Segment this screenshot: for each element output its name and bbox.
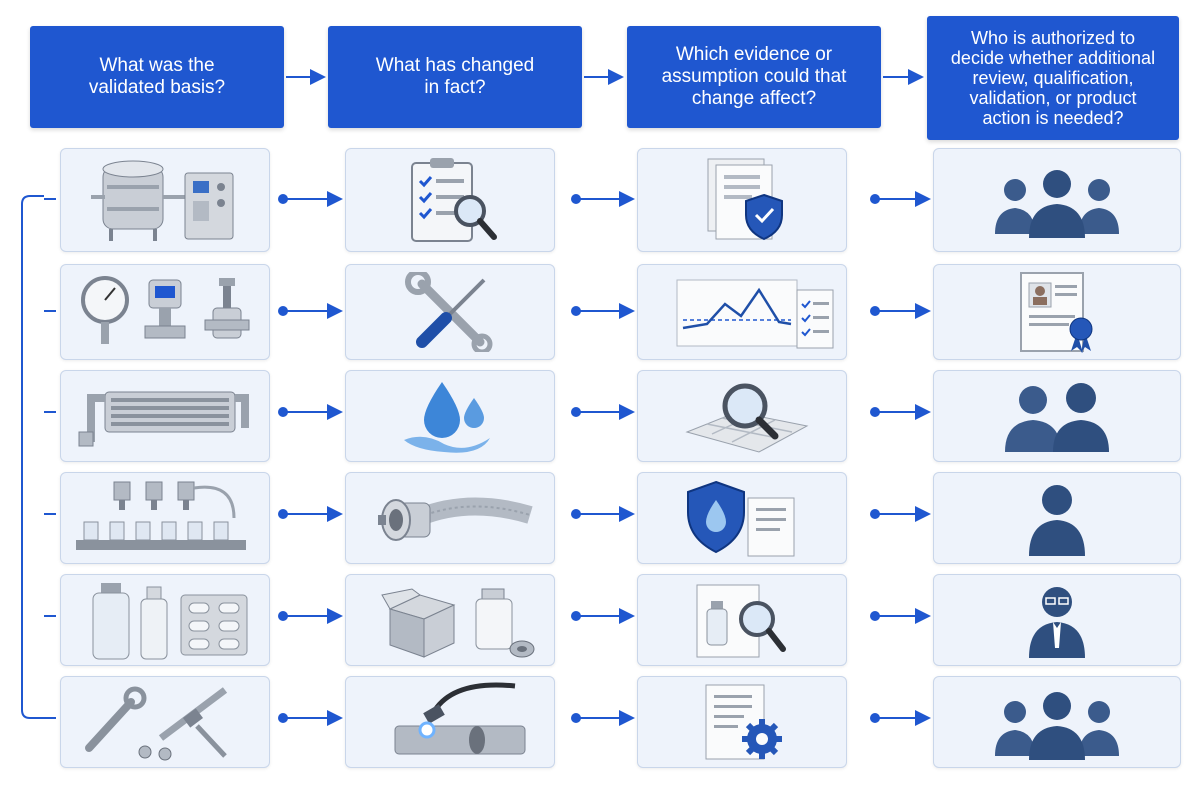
basis-box-4 [60, 472, 270, 564]
authority-box-5 [933, 574, 1181, 666]
evidence-box-3 [637, 370, 847, 462]
basis-box-3 [60, 370, 270, 462]
hose-clamp-icon [378, 497, 533, 541]
basis-box-1 [60, 148, 270, 252]
checklist-magnifier-icon [411, 158, 497, 242]
header-authorized-decider: Who is authorized to decide whether addi… [927, 16, 1179, 140]
left-bracket [21, 195, 44, 719]
wrench-screwdriver-icon [405, 272, 493, 352]
header-evidence-affected: Which evidence or assumption could that … [627, 26, 881, 128]
change-box-2 [345, 264, 555, 360]
evidence-box-5 [637, 574, 847, 666]
single-person-icon [1029, 485, 1085, 556]
row-3-dot-3 [571, 407, 581, 417]
two-people-icon [1005, 383, 1109, 452]
team-group-icon [995, 692, 1119, 760]
row-2-dot-3 [571, 306, 581, 316]
row-5-dot-3 [571, 611, 581, 621]
header-what-changed: What has changed in fact? [328, 26, 582, 128]
row-1-dot-3 [571, 194, 581, 204]
row-4-dot-4 [870, 509, 880, 519]
manager-icon [1029, 587, 1085, 658]
basis-box-2 [60, 264, 270, 360]
change-box-3 [345, 370, 555, 462]
basis-box-5 [60, 574, 270, 666]
vial-magnifier-icon [696, 584, 786, 658]
authority-box-6 [933, 676, 1181, 768]
row-6-dot-2 [278, 713, 288, 723]
row-6-dot-4 [870, 713, 880, 723]
documents-shield-icon [707, 158, 783, 241]
heat-exchanger-icon [78, 391, 249, 447]
packaging-materials-icon [381, 588, 535, 658]
row-3-dot-4 [870, 407, 880, 417]
certificate-icon [1020, 272, 1093, 353]
row-5-dot-2 [278, 611, 288, 621]
instruments-valves-icon [81, 276, 250, 344]
row-3-dot-2 [278, 407, 288, 417]
filling-line-icon [76, 481, 246, 550]
tools-caliper-icon [85, 686, 228, 761]
data-magnifier-icon [685, 383, 809, 453]
change-box-6 [345, 676, 555, 768]
row-1-dot-2 [278, 194, 288, 204]
team-group-icon [995, 170, 1119, 238]
trend-chart-checklist-icon [676, 279, 834, 349]
row-4-dot-2 [278, 509, 288, 519]
welding-pipe-icon [394, 682, 526, 755]
header-what-changed-text: What has changed in fact? [375, 55, 535, 98]
water-drops-icon [404, 382, 490, 453]
header-validated-basis: What was the validated basis? [30, 26, 284, 128]
authority-box-4 [933, 472, 1181, 564]
header-validated-basis-text: What was the validated basis? [88, 55, 226, 98]
change-box-5 [345, 574, 555, 666]
evidence-box-4 [637, 472, 847, 564]
basis-box-6 [60, 676, 270, 768]
row-1-dot-4 [870, 194, 880, 204]
header-authorized-decider-text: Who is authorized to decide whether addi… [950, 28, 1156, 128]
containers-blister-icon [92, 583, 248, 660]
row-5-dot-4 [870, 611, 880, 621]
evidence-box-6 [637, 676, 847, 768]
evidence-box-1 [637, 148, 847, 252]
process-equipment-icon [91, 160, 234, 241]
row-6-dot-3 [571, 713, 581, 723]
authority-box-3 [933, 370, 1181, 462]
change-box-1 [345, 148, 555, 252]
change-box-4 [345, 472, 555, 564]
evidence-box-2 [637, 264, 847, 360]
shield-water-document-icon [687, 480, 795, 557]
row-2-dot-2 [278, 306, 288, 316]
header-evidence-affected-text: Which evidence or assumption could that … [661, 44, 847, 109]
row-4-dot-3 [571, 509, 581, 519]
row-2-dot-4 [870, 306, 880, 316]
authority-box-1 [933, 148, 1181, 252]
authority-box-2 [933, 264, 1181, 360]
document-gear-icon [705, 684, 782, 760]
